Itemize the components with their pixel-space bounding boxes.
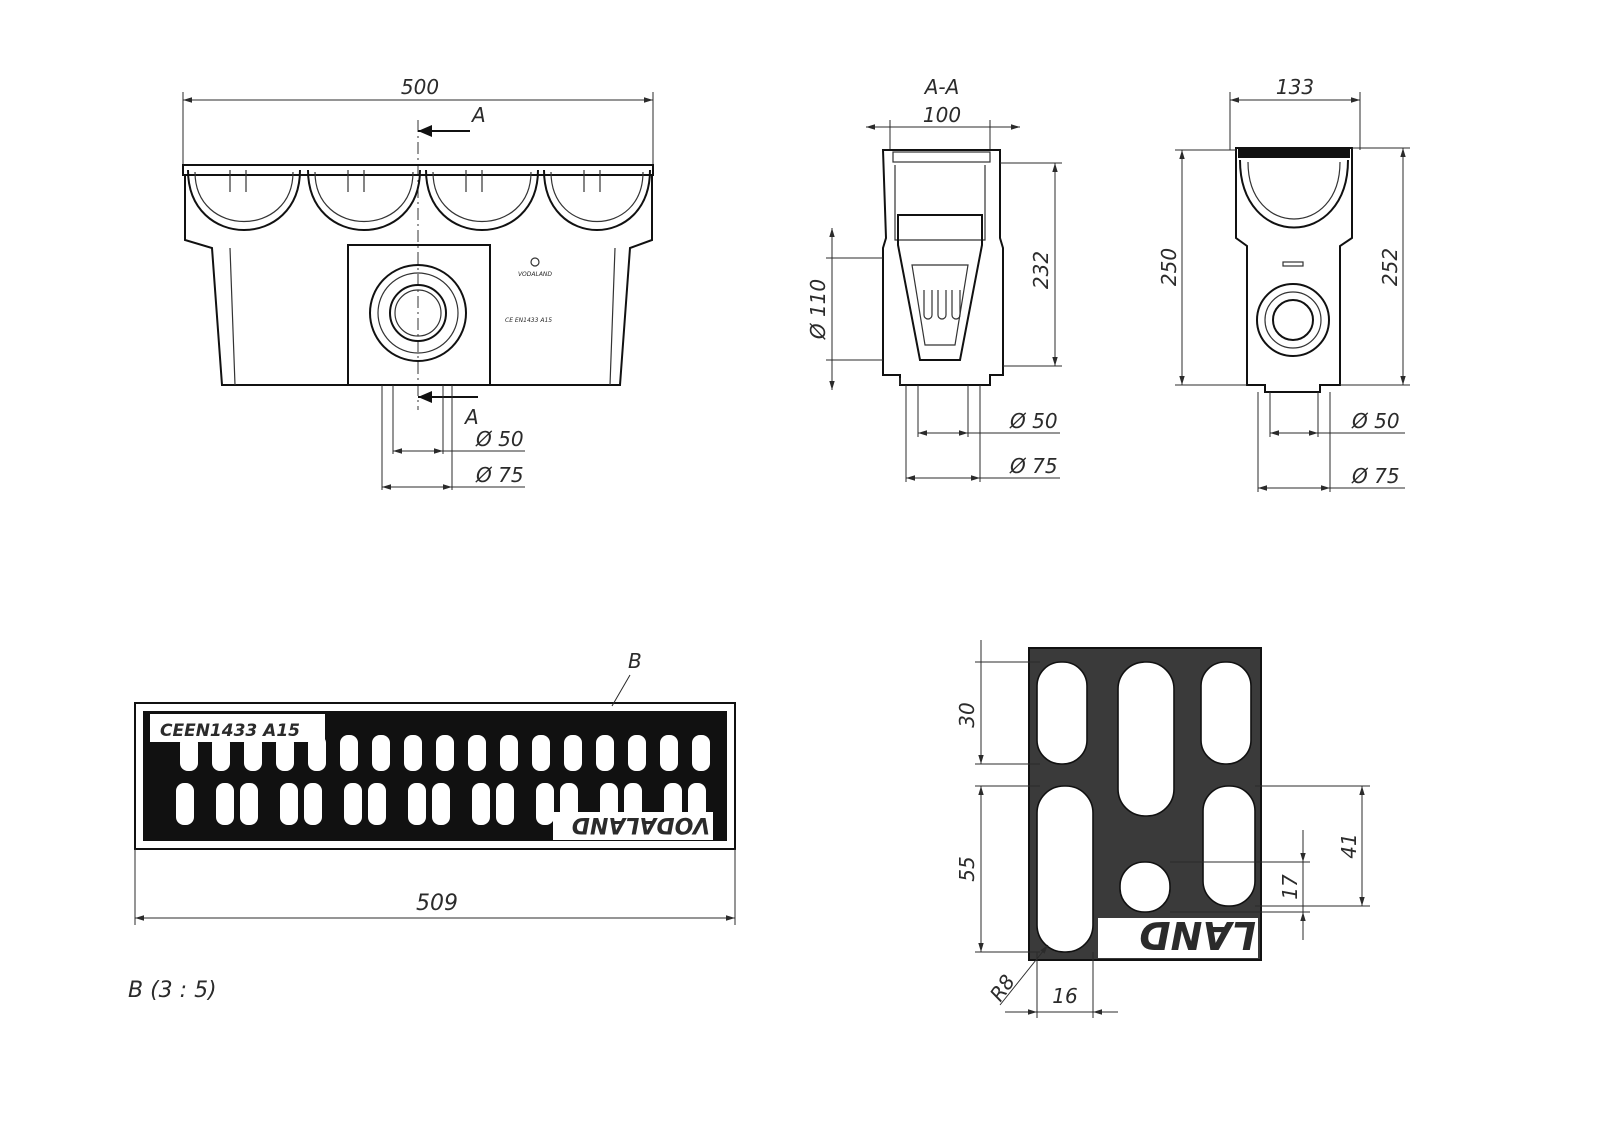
detail-slot-center-tall [1117,661,1175,817]
front-outlet-small-dim: Ø 50 [475,427,524,451]
front-bowl-4 [543,169,651,231]
detail-dim-41: 41 [1337,833,1361,858]
front-bowl-2 [307,169,421,231]
grate-slot [472,783,490,825]
grate-slot [532,735,550,771]
grate-slot [564,735,582,771]
side-outlet-large-dim: Ø 75 [1351,464,1400,488]
grate-length-dim: 509 [416,891,458,916]
grate-slot [692,735,710,771]
section-title: A-A [923,75,960,99]
front-brand-mark: VODALAND [518,271,552,278]
front-outlet-ring-inner [389,284,447,342]
detail-view: LAND 30 55 41 17 16 R8 [955,640,1370,1018]
detail-brand-fragment: LAND [1139,913,1256,957]
grate-slot [216,783,234,825]
side-outlet-ring-outer [1256,283,1330,357]
detail-dim-55: 55 [955,856,979,881]
grate-slot [280,783,298,825]
grate-slot [436,735,454,771]
grate-slot [628,735,646,771]
side-body-outline [1235,147,1353,393]
grate-slot [432,783,450,825]
front-outlet-large-dim: Ø 75 [475,463,524,487]
grate-frame [134,702,736,850]
section-outlet-large-dim: Ø 75 [1009,454,1058,478]
front-brand-logo [530,257,540,267]
front-bowl-3 [425,169,539,231]
section-outlet-small-dim: Ø 50 [1009,409,1058,433]
grate-slot [372,735,390,771]
grate-slot [240,783,258,825]
front-width-dim: 500 [401,75,439,99]
side-width-dim: 133 [1276,75,1314,99]
grate-callout-leader [611,674,631,707]
detail-slot-top-left [1036,661,1088,765]
section-width-dim: 100 [923,103,961,127]
grate-slot [536,783,554,825]
detail-slot-bottom-right [1202,785,1256,907]
grate-slot [500,735,518,771]
detail-dim-17: 17 [1278,874,1302,900]
grate-slot [276,735,294,771]
section-inlet-dim: Ø 110 [806,279,830,340]
detail-title: B (3 : 5) [128,978,217,1003]
section-body-outline [881,149,1004,386]
grate-brand-text: VODALAND [572,812,710,837]
detail-slot-top-right [1200,661,1252,765]
grate-slot [496,783,514,825]
section-height-dim: 232 [1029,251,1053,289]
grate-slot [408,783,426,825]
grate-slot [404,735,422,771]
side-height-left-dim: 250 [1157,248,1181,286]
section-view: A-A 100 Ø 110 232 Ø 50 [806,75,1062,482]
grate-slot [308,735,326,771]
side-height-right-dim: 252 [1378,248,1402,286]
grate-slot [344,783,362,825]
grate-callout: B [628,649,642,673]
detail-slot-small [1119,861,1171,913]
grate-slot [304,783,322,825]
side-bowl [1239,159,1349,229]
grate-slot [340,735,358,771]
front-top-rim [182,164,654,176]
side-outlet-small-dim: Ø 50 [1351,409,1400,433]
side-grate [1238,148,1350,158]
front-cert-mark: CE EN1433 A15 [505,317,552,324]
grate-slot [212,735,230,771]
grate-slot [176,783,194,825]
front-view: 500 A A [182,75,654,490]
side-view: 133 250 252 Ø 50 Ø 75 [1157,75,1410,492]
grate-view: CEEN1433 A15 VODALAND B 509 B (3 : 5) [128,649,736,1003]
grate-slot [244,735,262,771]
front-outlet-box [347,244,491,386]
detail-dim-16: 16 [1052,984,1077,1008]
grate-slot [180,735,198,771]
detail-slot-bottom-left [1036,785,1094,953]
grate-slot [468,735,486,771]
grate-slot [660,735,678,771]
detail-dim-30: 30 [955,702,979,727]
side-outlet-ring-inner [1272,299,1314,341]
section-basket [897,214,983,361]
front-section-label-bottom: A [463,405,479,429]
grate-slot [596,735,614,771]
detail-radius: R8 [985,970,1020,1006]
front-outlet-ring-outer [369,264,467,362]
grate-cert-text: CEEN1433 A15 [160,721,300,741]
front-section-label-top: A [470,103,486,127]
grate-slot [368,783,386,825]
front-bowl-1 [187,169,301,231]
